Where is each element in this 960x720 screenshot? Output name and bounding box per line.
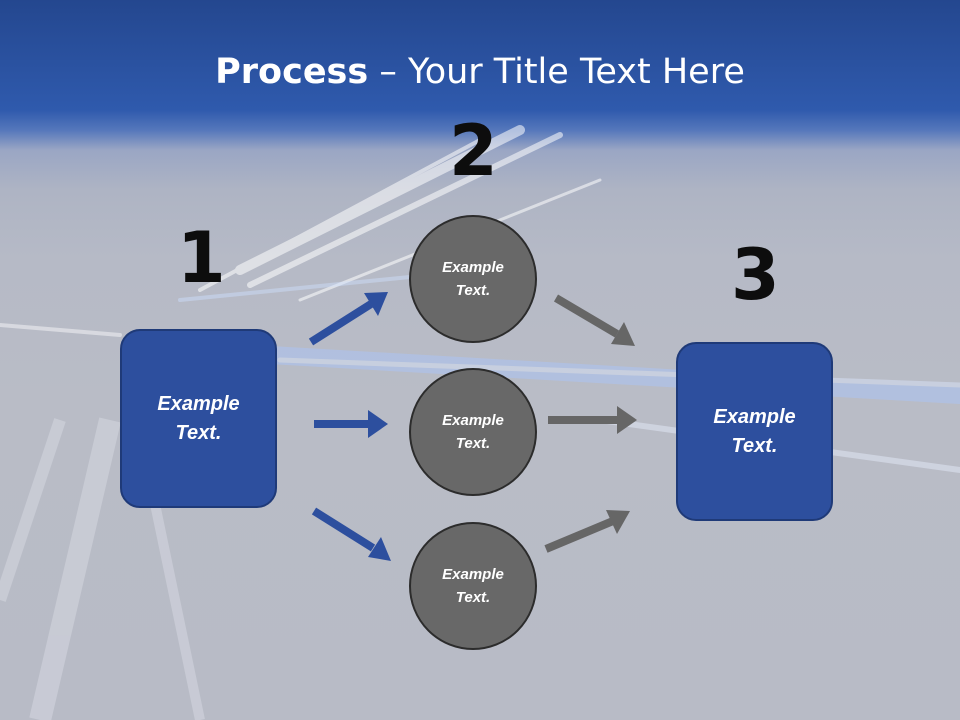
title-rest: – Your Title Text Here [368, 52, 745, 92]
circle-bottom-text: Example Text. [442, 566, 504, 606]
circle-middle: Example Text. [409, 368, 537, 496]
right-box: Example Text. [676, 342, 833, 521]
slide-title: Process – Your Title Text Here [0, 52, 960, 92]
blue-arrow-up [308, 292, 388, 346]
gray-arrow-right [548, 406, 637, 434]
circle-top-text: Example Text. [442, 259, 504, 299]
step-number-2: 2 [449, 110, 498, 192]
left-box-text: Example Text. [157, 392, 240, 444]
title-bold: Process [215, 52, 369, 92]
gray-arrow-down [553, 294, 635, 346]
blue-arrow-right [314, 410, 388, 438]
circle-bottom: Example Text. [409, 522, 537, 650]
blue-arrow-down [311, 507, 391, 561]
left-box: Example Text. [120, 329, 277, 508]
circle-top: Example Text. [409, 215, 537, 343]
step-number-3: 3 [731, 234, 780, 316]
right-box-text: Example Text. [713, 405, 796, 457]
gray-arrow-up [544, 510, 630, 553]
step-number-1: 1 [177, 217, 226, 299]
circle-middle-text: Example Text. [442, 412, 504, 452]
